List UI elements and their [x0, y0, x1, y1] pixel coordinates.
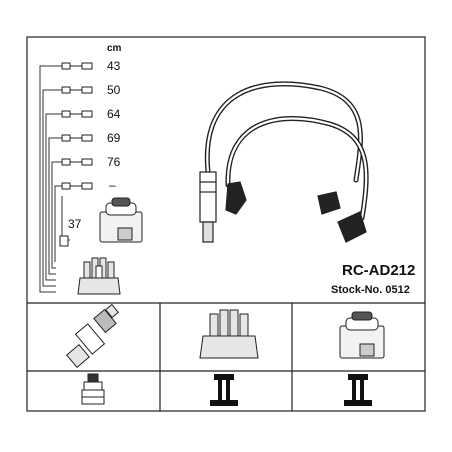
lead-length-3: 64: [107, 107, 121, 121]
product-code: RC-AD212: [342, 262, 416, 279]
lead-length-2: 50: [107, 83, 121, 97]
lead-connector-6: [61, 182, 93, 190]
lead-length-5: 76: [107, 155, 121, 169]
spark-plug-icon: [66, 303, 119, 368]
coil-terminal-icon: [344, 374, 372, 406]
lead-connector-3: [61, 110, 93, 118]
coil-lead-length: 37: [68, 217, 82, 231]
coil-lead-connector: [59, 235, 69, 247]
plug-terminal-icon: [81, 373, 105, 405]
small-distributor-cap-icon: [77, 257, 121, 295]
unit-label: cm: [107, 43, 122, 54]
lead-bundle: [39, 65, 70, 293]
small-coil-icon: [99, 197, 143, 243]
lead-connector-4: [61, 134, 93, 142]
frame-lines: [26, 36, 426, 412]
distributor-cap-icon: [199, 309, 259, 359]
lead-set-illustration: [204, 81, 369, 221]
lead-connector-2: [61, 86, 93, 94]
ignition-coil-icon: [339, 311, 385, 359]
stock-number: Stock-No. 0512: [331, 284, 410, 296]
lead-length-4: 69: [107, 131, 121, 145]
boot-connectors: [199, 171, 367, 243]
lead-length-1: 43: [107, 59, 121, 73]
lead-length-6: –: [109, 178, 116, 192]
lead-connector-5: [61, 158, 93, 166]
lead-connector-1: [61, 62, 93, 70]
lead-connectors: [59, 62, 93, 247]
cap-terminal-icon: [210, 374, 238, 406]
